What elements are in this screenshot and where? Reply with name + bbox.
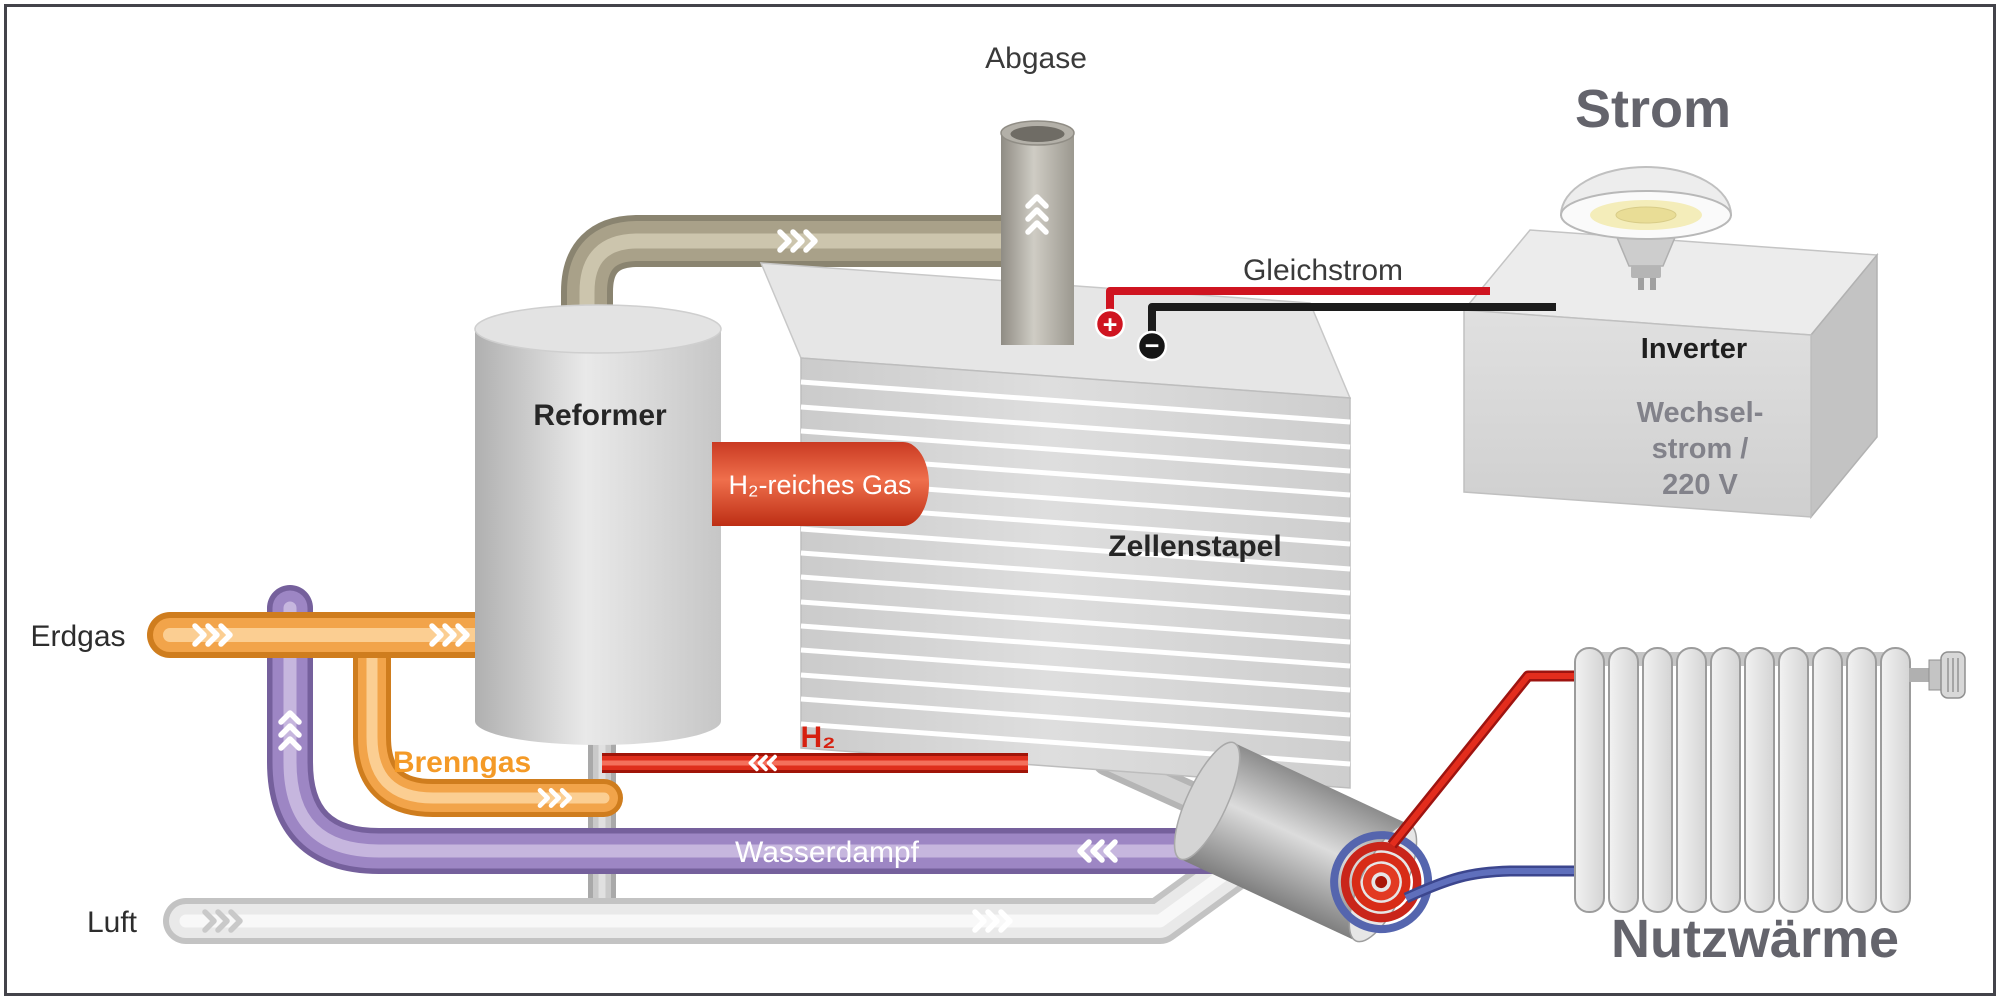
inverter-box: [1462, 229, 1879, 520]
label-h2: H₂: [801, 721, 836, 754]
label-h2-rich-gas: H₂-reiches Gas: [728, 470, 911, 500]
radiator-fin: [1608, 647, 1639, 913]
valve-connector: [1909, 668, 1931, 682]
abgase-pipe-highlight: [579, 233, 1053, 353]
cell-layer-divider: [800, 599, 1351, 645]
radiator-fin: [1676, 647, 1707, 913]
cell-layer-divider: [800, 696, 1351, 742]
radiator-fin: [1710, 647, 1741, 913]
cell-layer-divider: [800, 574, 1351, 620]
minus-terminal-icon: [1136, 330, 1168, 362]
heat-exchanger-body: [1180, 742, 1410, 941]
heat-coil-ring: [1362, 863, 1400, 901]
label-zellenstapel: Zellenstapel: [1108, 530, 1281, 563]
dc-wires: + −: [1094, 287, 1556, 362]
cell-layer-divider: [800, 404, 1351, 450]
reformer-vessel: [474, 304, 722, 745]
cell-layer-divider: [800, 379, 1351, 425]
chimney: [1000, 120, 1075, 345]
radiator-fin: [1574, 647, 1605, 913]
label-gleichstrom: Gleichstrom: [1243, 254, 1403, 287]
cell-layer-divider: [800, 672, 1351, 718]
label-inverter-output-3: 220 V: [1662, 469, 1738, 501]
label-inverter-output-2: strom /: [1652, 433, 1749, 465]
chimney-body: [1001, 133, 1074, 345]
heat-exchanger-left-cap: [1173, 741, 1241, 861]
label-luft: Luft: [87, 906, 138, 939]
label-abgase: Abgase: [985, 42, 1087, 75]
light-bulb-icon: [1559, 166, 1733, 290]
reformer-body: [475, 329, 721, 721]
erdgas-pipe: [147, 612, 623, 817]
reformer-top: [474, 304, 722, 354]
bulb-base: [1631, 266, 1661, 278]
plus-terminal-icon: [1094, 308, 1126, 340]
label-brenngas: Brenngas: [393, 746, 531, 779]
label-wasserdampf: Wasserdampf: [735, 836, 920, 869]
bulb-pin: [1650, 278, 1656, 290]
valve-body: [1928, 659, 1942, 691]
wasserdampf-pipe-highlight: [283, 601, 1289, 858]
h2-rich-pipe-shape: [712, 442, 929, 526]
heat-exchanger: [1173, 741, 1433, 943]
radiator-fin: [1846, 647, 1877, 913]
return-line: [1404, 868, 1592, 901]
heat-coil-center: [1375, 876, 1388, 889]
radiator: [1574, 647, 1966, 913]
supply-line-outer: [1387, 670, 1592, 849]
abgase-pipe: [561, 215, 1071, 371]
label-inverter: Inverter: [1641, 333, 1747, 365]
inverter-front-face: [1463, 309, 1812, 518]
cell-layer-divider: [800, 526, 1351, 572]
cell-layer-divider: [800, 550, 1351, 596]
bulb-filament: [1615, 206, 1677, 224]
minus-terminal-label: −: [1145, 332, 1160, 360]
wasserdampf-pipe: [267, 585, 1305, 874]
label-inverter-output-1: Wechsel-: [1637, 397, 1764, 429]
plus-terminal-label: +: [1103, 311, 1118, 339]
label-erdgas: Erdgas: [30, 620, 125, 653]
radiator-fin: [1642, 647, 1673, 913]
cell-layer-divider: [800, 428, 1351, 474]
page-border: [4, 4, 1996, 996]
h2-rich-gas-pipe: [712, 442, 929, 526]
radiator-fin: [1812, 647, 1843, 913]
brenngas-pipe-highlight: [366, 636, 610, 804]
chimney-opening: [1010, 126, 1065, 142]
heat-coil-ring: [1351, 852, 1411, 912]
cell-layer-divider: [800, 623, 1351, 669]
radiator-fin: [1880, 647, 1911, 913]
radiator-fin: [1744, 647, 1775, 913]
heading-nutzwaerme: Nutzwärme: [1611, 909, 1899, 969]
supply-line: [1389, 673, 1592, 847]
heading-strom: Strom: [1575, 79, 1731, 139]
heating-loop: [1387, 670, 1592, 904]
bulb-pin: [1638, 278, 1644, 290]
h2-return-pipe: [602, 753, 1028, 773]
label-reformer: Reformer: [533, 399, 667, 432]
diagram-labels: Abgase Strom Gleichstrom Inverter Wechse…: [30, 42, 1899, 969]
radiator-fin: [1778, 647, 1809, 913]
cell-layer-divider: [800, 647, 1351, 693]
